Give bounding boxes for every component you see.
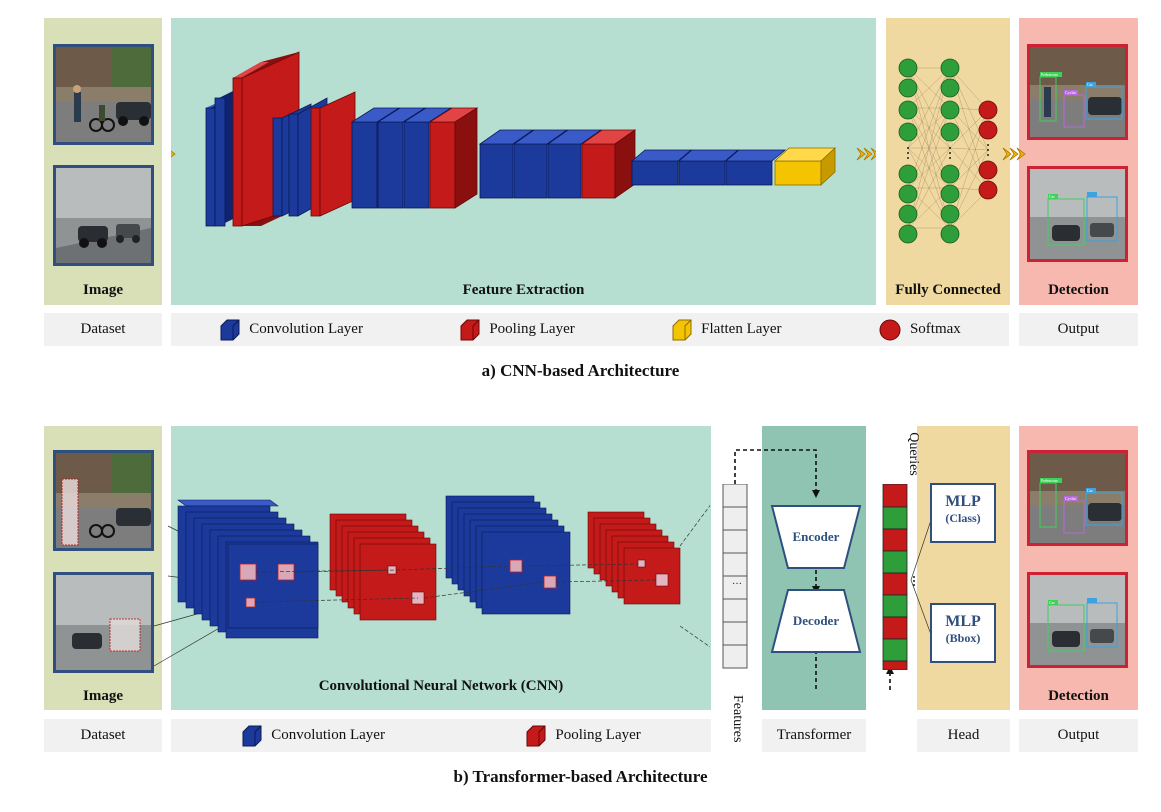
softmax-icon bbox=[879, 319, 901, 340]
b-caption: b) Transformer-based Architecture bbox=[453, 767, 708, 786]
b-legend: Convolution Layer Pooling Layer bbox=[171, 719, 711, 752]
a-legend-softmax: Softmax bbox=[878, 318, 961, 342]
a-conv-block-2 bbox=[272, 91, 356, 217]
pool-layer-icon bbox=[526, 725, 546, 746]
b-pool-stack-2 bbox=[587, 511, 681, 605]
a-fc-neurons-1 bbox=[898, 58, 918, 244]
a-caption: a) CNN-based Architecture bbox=[481, 361, 680, 380]
b-pool-stack-1 bbox=[329, 513, 437, 621]
a-detect-photo-2: Car bbox=[1027, 166, 1128, 262]
b-legend-pool: Pooling Layer bbox=[525, 724, 641, 748]
a-cnn-diagram bbox=[171, 51, 876, 227]
a-tag-pedestrian: Pedestrian bbox=[1041, 72, 1058, 77]
a-legend-flatten: Flatten Layer bbox=[671, 318, 782, 342]
b-mlp-class: MLP (Class) bbox=[930, 483, 996, 543]
a-output-box: Output bbox=[1019, 313, 1138, 346]
pool-layer-icon bbox=[460, 319, 480, 340]
a-legend-conv: Convolution Layer bbox=[219, 318, 363, 342]
a-softmax-neurons bbox=[978, 100, 998, 200]
b-tag-car: Car bbox=[1087, 488, 1093, 493]
b-mlp-bbox-sub: (Bbox) bbox=[945, 631, 981, 645]
b-queries-column bbox=[882, 484, 908, 670]
a-legend-pool: Pooling Layer bbox=[459, 318, 575, 342]
a-feature-label: Feature Extraction bbox=[462, 282, 585, 298]
b-encoder: Encoder bbox=[770, 505, 862, 569]
a-tag-car: Car bbox=[1087, 82, 1093, 87]
a-tag-cyclist: Cyclist bbox=[1065, 90, 1077, 95]
b-detect-photo-1: Pedestrian Cyclist Car bbox=[1027, 450, 1128, 546]
b-queries-label: Queries bbox=[906, 432, 921, 476]
a-fc-network bbox=[898, 58, 1026, 244]
b-legend-pool-label: Pooling Layer bbox=[555, 727, 641, 743]
a-legend: Convolution Layer Pooling Layer Flatten … bbox=[171, 313, 1009, 346]
conv-layer-icon bbox=[242, 725, 262, 746]
a-conv-block-3 bbox=[350, 107, 479, 209]
b-mlp-bbox: MLP (Bbox) bbox=[930, 603, 996, 663]
b-tag-pedestrian: Pedestrian bbox=[1041, 478, 1058, 483]
b-transformer-box: Transformer bbox=[762, 719, 866, 752]
b-mlp-class-sub: (Class) bbox=[945, 511, 981, 525]
b-decoder-label: Decoder bbox=[793, 613, 839, 628]
a-conv-block-5 bbox=[630, 147, 837, 186]
a-detect-photo-1: Pedestrian Cyclist Car bbox=[1027, 44, 1128, 140]
a-legend-conv-label: Convolution Layer bbox=[249, 321, 363, 337]
a-foggy-photo bbox=[53, 165, 154, 266]
b-features-label: Features bbox=[730, 695, 745, 743]
conv-layer-icon bbox=[220, 319, 240, 340]
a-legend-pool-label: Pooling Layer bbox=[489, 321, 575, 337]
svg-text:…: … bbox=[732, 576, 742, 587]
a-legend-flatten-label: Flatten Layer bbox=[701, 321, 782, 337]
b-cnn-diagram bbox=[153, 495, 710, 667]
b-detection-label: Detection bbox=[1048, 688, 1109, 704]
a-dataset-box: Dataset bbox=[44, 313, 162, 346]
b-decoder: Decoder bbox=[770, 589, 862, 653]
b-legend-conv: Convolution Layer bbox=[241, 724, 385, 748]
a-street-photo bbox=[53, 44, 154, 145]
a-tag-car-2: Car bbox=[1049, 194, 1055, 199]
b-output-box: Output bbox=[1019, 719, 1138, 752]
a-output-arrow bbox=[1002, 147, 1026, 161]
b-legend-conv-label: Convolution Layer bbox=[271, 727, 385, 743]
a-fc-arrow bbox=[856, 147, 876, 161]
b-tag-cyclist: Cyclist bbox=[1065, 496, 1077, 501]
b-conv-stack-2 bbox=[445, 495, 571, 615]
a-input-arrow bbox=[171, 150, 176, 158]
b-head-connectors bbox=[910, 513, 934, 641]
a-fc-label: Fully Connected bbox=[895, 282, 1001, 298]
b-dataset-box: Dataset bbox=[44, 719, 162, 752]
a-legend-softmax-label: Softmax bbox=[909, 321, 961, 337]
a-fc-neurons-2 bbox=[940, 58, 960, 244]
a-detection-label: Detection bbox=[1048, 282, 1109, 298]
b-foggy-photo bbox=[53, 572, 154, 673]
b-mlp-bbox-title: MLP bbox=[945, 613, 981, 630]
a-image-label: Image bbox=[83, 282, 123, 298]
b-image-label: Image bbox=[83, 688, 123, 704]
b-features-column: … bbox=[722, 484, 748, 669]
flatten-layer-icon bbox=[672, 319, 692, 340]
b-head-box: Head bbox=[917, 719, 1010, 752]
b-tag-car-2: Car bbox=[1049, 600, 1055, 605]
b-mlp-class-title: MLP bbox=[945, 493, 981, 510]
b-transformer-diagram: Encoder Decoder bbox=[734, 449, 894, 690]
b-cnn-label: Convolutional Neural Network (CNN) bbox=[318, 678, 564, 694]
b-encoder-label: Encoder bbox=[793, 529, 840, 544]
b-street-photo bbox=[53, 450, 154, 551]
b-conv-stack-1 bbox=[177, 499, 319, 639]
b-detect-photo-2: Car bbox=[1027, 572, 1128, 668]
a-conv-block-4 bbox=[478, 129, 637, 199]
